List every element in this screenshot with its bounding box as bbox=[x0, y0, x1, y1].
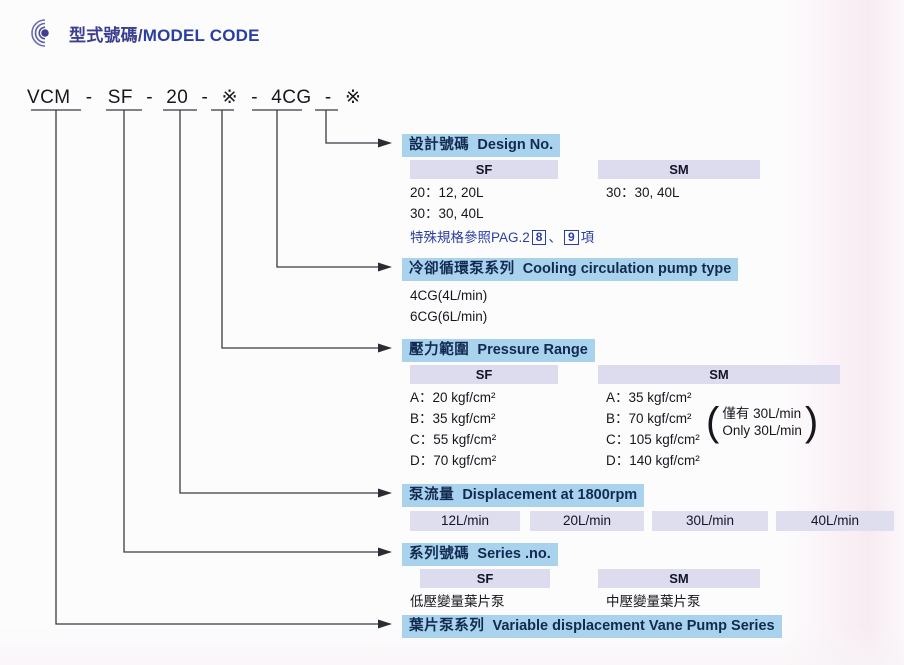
model-code-dash-1: - bbox=[85, 87, 93, 108]
displacement-cell-40: 40L/min bbox=[776, 511, 894, 532]
section-displacement-cells: 12L/min 20L/min 30L/min 40L/min bbox=[402, 511, 902, 532]
section-series-no: 系列號碼 Series .no. SF SM 低壓變量葉片泵 中壓變量葉片泵 bbox=[402, 543, 892, 615]
page-title: 型式號碼/MODEL CODE bbox=[30, 18, 260, 48]
paren-open: ( bbox=[706, 400, 720, 445]
concentric-circles-logo-icon bbox=[31, 19, 49, 47]
displacement-cell-20: 20L/min bbox=[530, 511, 644, 532]
model-code-part-design: ※ bbox=[344, 87, 362, 108]
design-no-sf-line-2: 30：30, 40L bbox=[410, 206, 484, 222]
column-header-sf: SF bbox=[410, 365, 558, 385]
section-cooling-pump: 冷卻循環泵系列 Cooling circulation pump type 4CG… bbox=[402, 258, 892, 327]
model-code-part-20: 20 bbox=[166, 87, 189, 108]
cooling-pump-line-2: 6CG(6L/min) bbox=[410, 309, 488, 325]
model-code-part-4cg: 4CG bbox=[271, 87, 312, 108]
paren-close: ) bbox=[804, 400, 819, 445]
section-design-no-column-headers: SF SM bbox=[402, 160, 892, 180]
pressure-sf-line-d: D：70 kgf/cm² bbox=[410, 453, 497, 469]
model-code-part-pressure: ※ bbox=[221, 87, 238, 108]
section-displacement-header-cn: 泵流量 bbox=[409, 487, 455, 503]
section-cooling-pump-header-cn: 冷卻循環泵系列 bbox=[409, 261, 515, 277]
section-pressure-range-values: A：20 kgf/cm² B：35 kgf/cm² C：55 kgf/cm² D… bbox=[402, 387, 892, 477]
page-title-en: MODEL CODE bbox=[142, 25, 260, 45]
section-pressure-range-header-cn: 壓力範圍 bbox=[409, 342, 470, 358]
series-no-sm-value: 中壓變量葉片泵 bbox=[606, 594, 701, 610]
page-title-cn: 型式號碼 bbox=[69, 25, 138, 45]
design-no-sm-values: 30：30, 40L bbox=[606, 182, 680, 203]
section-displacement-header: 泵流量 Displacement at 1800rpm bbox=[402, 484, 645, 508]
section-cooling-pump-header: 冷卻循環泵系列 Cooling circulation pump type bbox=[402, 258, 739, 282]
column-header-sf: SF bbox=[420, 569, 550, 589]
pressure-sm-line-d: D：140 kgf/cm² bbox=[606, 453, 700, 469]
only-note-cn: 僅有 30L/min bbox=[722, 406, 802, 422]
page-title-separator: / bbox=[137, 25, 143, 45]
section-cooling-pump-header-en: Cooling circulation pump type bbox=[522, 261, 732, 277]
section-design-no-values: 20：12, 20L 30：30, 40L 30：30, 40L bbox=[402, 182, 892, 228]
section-series-no-column-headers: SF SM bbox=[402, 569, 892, 589]
pressure-range-sf-values: A：20 kgf/cm² B：35 kgf/cm² C：55 kgf/cm² D… bbox=[410, 387, 496, 471]
cooling-pump-line-1: 4CG(4L/min) bbox=[410, 288, 488, 304]
pressure-sf-line-c: C：55 kgf/cm² bbox=[410, 432, 497, 448]
pressure-sm-line-b: B：70 kgf/cm² bbox=[606, 411, 692, 427]
pressure-range-sm-values: A：35 kgf/cm² B：70 kgf/cm² C：105 kgf/cm² … bbox=[606, 387, 700, 471]
design-no-sm-line-1: 30：30, 40L bbox=[606, 185, 680, 201]
pressure-sm-line-a: A：35 kgf/cm² bbox=[606, 390, 692, 406]
section-series-no-header: 系列號碼 Series .no. bbox=[402, 543, 558, 567]
special-spec-prefix: 特殊規格參照PAG.2 bbox=[410, 230, 530, 246]
section-vane-pump-series-header-en: Variable displacement Vane Pump Series bbox=[492, 618, 775, 634]
pressure-sf-line-a: A：20 kgf/cm² bbox=[410, 390, 496, 406]
section-series-no-values: 低壓變量葉片泵 中壓變量葉片泵 bbox=[402, 591, 892, 615]
pressure-sf-line-b: B：35 kgf/cm² bbox=[410, 411, 496, 427]
section-design-no-header: 設計號碼 Design No. bbox=[402, 134, 561, 158]
section-displacement-header-en: Displacement at 1800rpm bbox=[462, 487, 638, 503]
model-code-dash-3: - bbox=[201, 87, 209, 108]
special-spec-box-9: 9 bbox=[563, 230, 579, 246]
special-spec-middot: 、 bbox=[548, 230, 562, 246]
pressure-range-only-note: ( 僅有 30L/min Only 30L/min ) bbox=[706, 400, 819, 445]
section-pressure-range: 壓力範圍 Pressure Range SF SM A：20 kgf/cm² B：… bbox=[402, 339, 892, 477]
section-design-no: 設計號碼 Design No. SF SM 20：12, 20L 30：30, 4… bbox=[402, 134, 892, 246]
model-code-dash-4: - bbox=[251, 87, 258, 108]
only-note-en: Only 30L/min bbox=[722, 423, 802, 439]
section-cooling-pump-values: 4CG(4L/min) 6CG(6L/min) bbox=[402, 285, 892, 327]
series-no-sf-value: 低壓變量葉片泵 bbox=[410, 594, 505, 610]
design-no-sf-line-1: 20：12, 20L bbox=[410, 185, 484, 201]
column-header-sf: SF bbox=[410, 160, 558, 180]
section-design-no-header-en: Design No. bbox=[477, 137, 554, 153]
section-design-no-header-cn: 設計號碼 bbox=[409, 137, 470, 153]
section-vane-pump-series: 葉片泵系列 Variable displacement Vane Pump Ser… bbox=[402, 615, 892, 639]
special-spec-box-8: 8 bbox=[531, 230, 547, 246]
section-pressure-range-header-en: Pressure Range bbox=[477, 342, 588, 358]
model-code-dash-5: - bbox=[324, 87, 332, 108]
model-code-part-sf: SF bbox=[107, 87, 133, 108]
model-code-part-vcm: VCM bbox=[27, 87, 71, 108]
column-header-sm: SM bbox=[598, 365, 840, 385]
section-pressure-range-column-headers: SF SM bbox=[402, 365, 892, 385]
section-series-no-header-en: Series .no. bbox=[477, 546, 551, 562]
displacement-cell-30: 30L/min bbox=[652, 511, 768, 532]
model-code-dash-2: - bbox=[146, 87, 153, 108]
model-code-string: VCM - SF - 20 - ※ - 4CG - ※ bbox=[27, 86, 361, 109]
section-displacement: 泵流量 Displacement at 1800rpm 12L/min 20L/m… bbox=[402, 484, 902, 532]
section-series-no-header-cn: 系列號碼 bbox=[409, 546, 470, 562]
displacement-cell-12: 12L/min bbox=[410, 511, 520, 532]
section-pressure-range-header: 壓力範圍 Pressure Range bbox=[402, 339, 595, 363]
column-header-sm: SM bbox=[598, 569, 760, 589]
design-no-sf-values: 20：12, 20L 30：30, 40L bbox=[410, 182, 484, 224]
pressure-sm-line-c: C：105 kgf/cm² bbox=[606, 432, 700, 448]
page-title-text: 型式號碼/MODEL CODE bbox=[69, 21, 260, 46]
section-vane-pump-series-header-cn: 葉片泵系列 bbox=[409, 618, 485, 634]
section-vane-pump-series-header: 葉片泵系列 Variable displacement Vane Pump Ser… bbox=[402, 615, 782, 639]
column-header-sm: SM bbox=[598, 160, 760, 180]
special-spec-suffix: 項 bbox=[580, 230, 595, 246]
